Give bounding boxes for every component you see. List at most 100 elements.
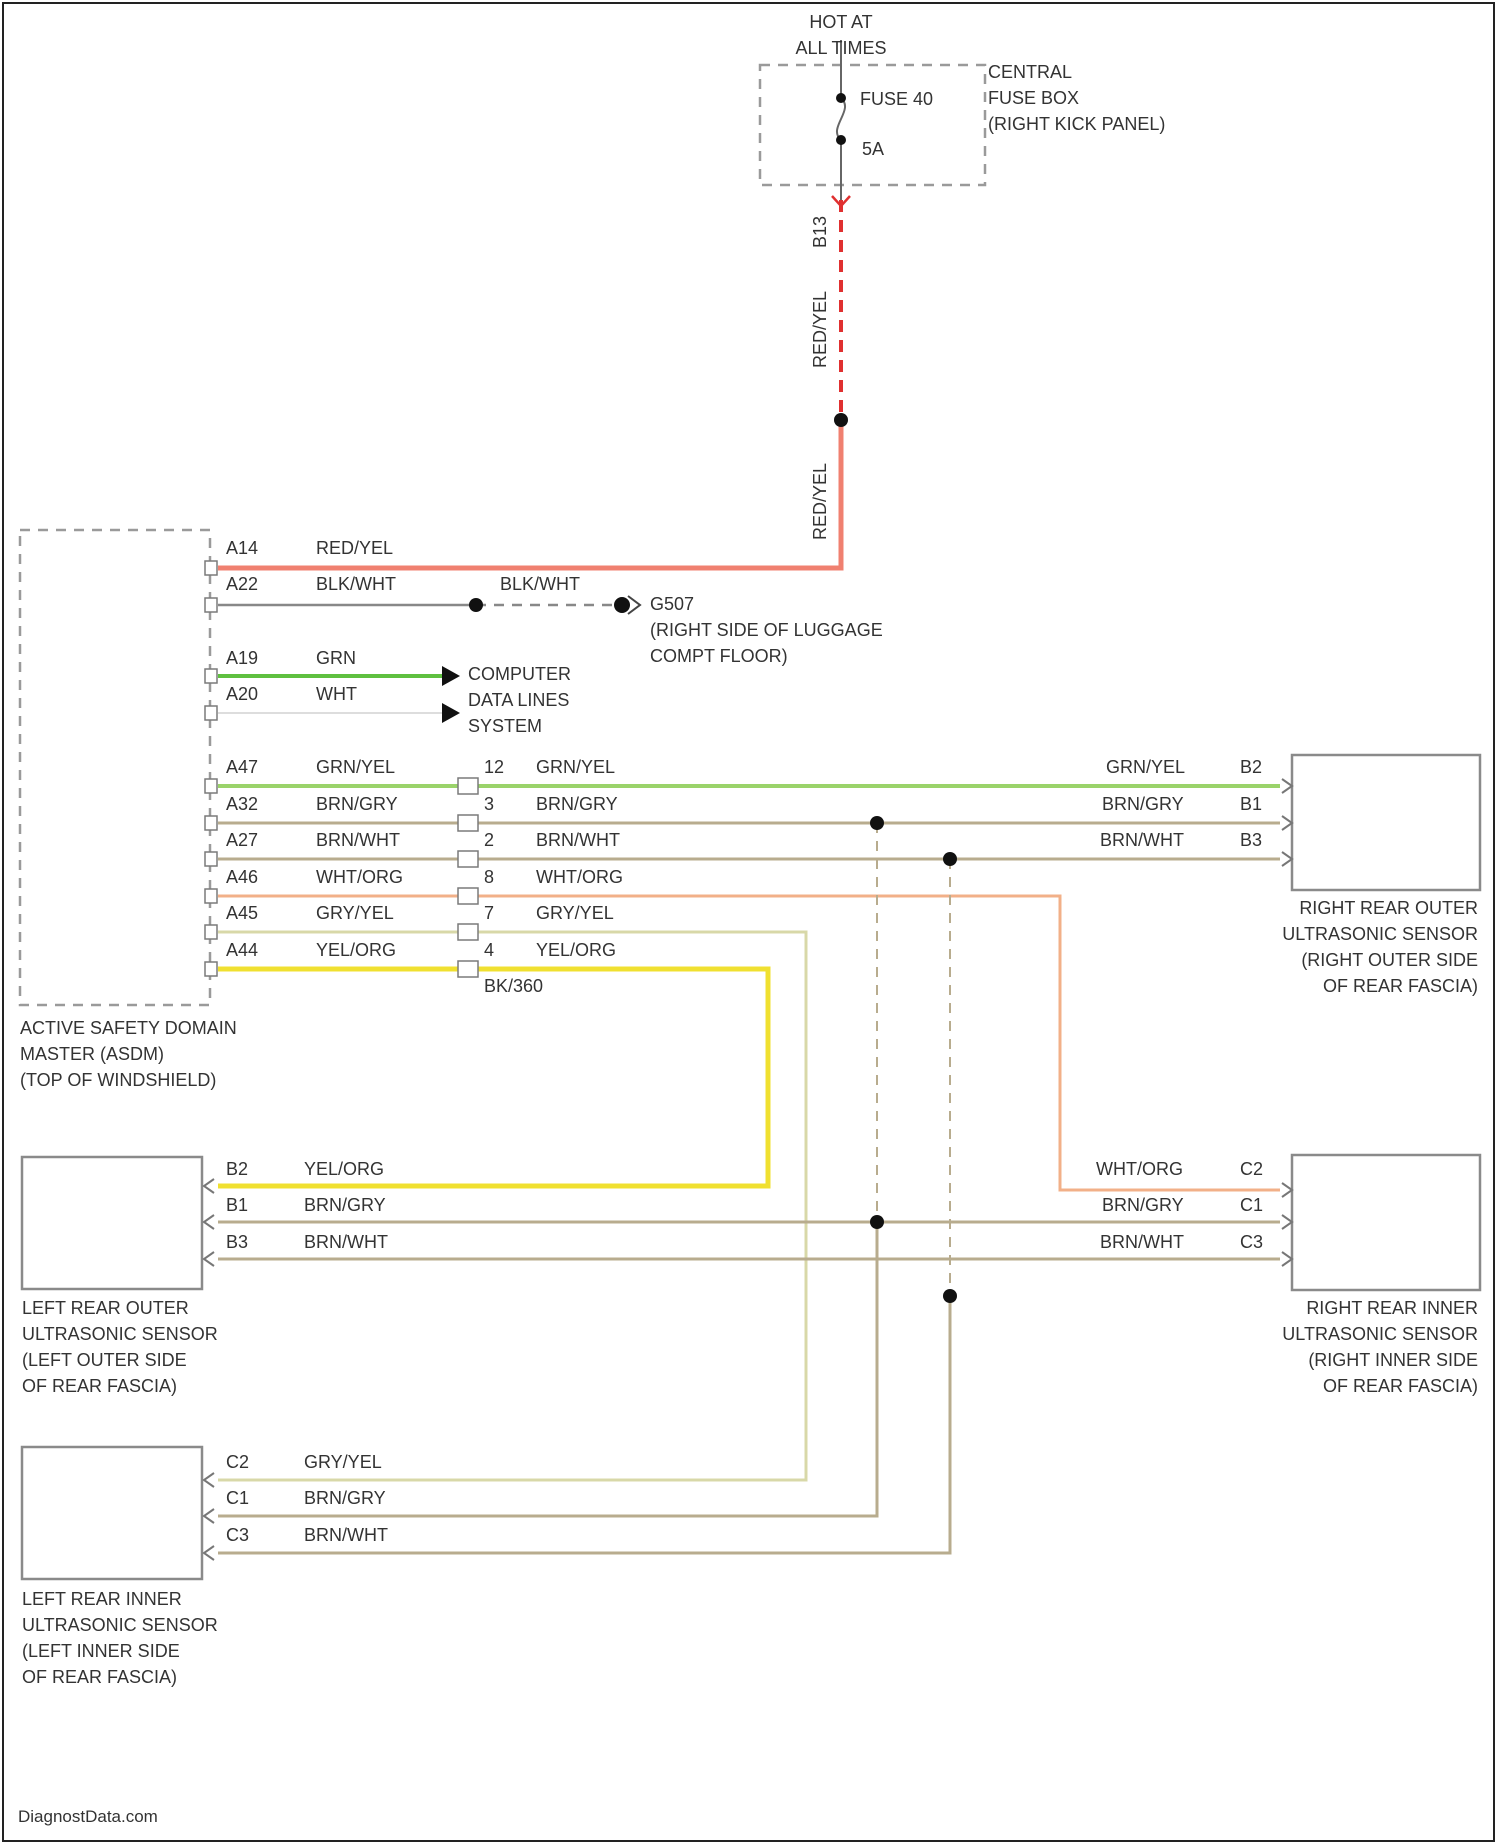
cavity-4	[458, 961, 478, 977]
cavity-color-4: YEL/ORG	[536, 940, 616, 960]
data-line-arrow-icon-wht	[442, 703, 460, 723]
ground-location-2: COMPT FLOOR)	[650, 646, 788, 666]
terminal-ri-c1	[1282, 1215, 1292, 1229]
terminal-a19	[205, 669, 217, 683]
terminal-a22	[205, 598, 217, 612]
li-pin-c1: C1	[226, 1488, 249, 1508]
asdm-pin-a32: A32	[226, 794, 258, 814]
asdm-pin-a27: A27	[226, 830, 258, 850]
asdm-pin-a20: A20	[226, 684, 258, 704]
fuse-terminal-bottom	[836, 135, 846, 145]
terminal-ro-b3	[1282, 852, 1292, 866]
wire-brn-wht-left-inner	[218, 1296, 950, 1553]
watermark: DiagnostData.com	[18, 1807, 158, 1826]
ri-name-3: (RIGHT INNER SIDE	[1308, 1350, 1478, 1370]
lo-pin-b3: B3	[226, 1232, 248, 1252]
ro-pin-b1: B1	[1240, 794, 1262, 814]
li-name-1: LEFT REAR INNER	[22, 1589, 182, 1609]
asdm-color-a22: BLK/WHT	[316, 574, 396, 594]
ro-color-b3: BRN/WHT	[1100, 830, 1184, 850]
asdm-pin-a45: A45	[226, 903, 258, 923]
asdm-color-a20: WHT	[316, 684, 357, 704]
feed-wire-color-upper: RED/YEL	[810, 291, 830, 368]
cavity-3	[458, 815, 478, 831]
cavity-label-3: 3	[484, 794, 494, 814]
cavity-color-8: WHT/ORG	[536, 867, 623, 887]
cavity-label-8: 8	[484, 867, 494, 887]
terminal-a45	[205, 925, 217, 939]
splice-brn-wht-top	[943, 852, 957, 866]
ground-location-1: (RIGHT SIDE OF LUGGAGE	[650, 620, 883, 640]
ground-g507-icon	[614, 597, 630, 613]
asdm-color-a32: BRN/GRY	[316, 794, 398, 814]
asdm-name-3: (TOP OF WINDSHIELD)	[20, 1070, 216, 1090]
computer-data-label-3: SYSTEM	[468, 716, 542, 736]
inline-connector-name: BK/360	[484, 976, 543, 996]
terminal-a47	[205, 779, 217, 793]
splice-brn-gry-top	[870, 816, 884, 830]
cavity-label-2: 2	[484, 830, 494, 850]
cavity-color-2: BRN/WHT	[536, 830, 620, 850]
cavity-12	[458, 778, 478, 794]
asdm-color-a27: BRN/WHT	[316, 830, 400, 850]
lo-name-2: ULTRASONIC SENSOR	[22, 1324, 218, 1344]
ri-color-c3: BRN/WHT	[1100, 1232, 1184, 1252]
feed-wire-color-lower: RED/YEL	[810, 463, 830, 540]
ri-pin-c3: C3	[1240, 1232, 1263, 1252]
wire-red-yel-a14	[218, 420, 841, 568]
li-pin-c2: C2	[226, 1452, 249, 1472]
fuse-symbol	[837, 98, 845, 140]
lo-pin-b1: B1	[226, 1195, 248, 1215]
computer-data-label-2: DATA LINES	[468, 690, 569, 710]
asdm-color-a44: YEL/ORG	[316, 940, 396, 960]
ro-pin-b2: B2	[1240, 757, 1262, 777]
lo-color-b3: BRN/WHT	[304, 1232, 388, 1252]
lo-name-1: LEFT REAR OUTER	[22, 1298, 189, 1318]
terminal-ro-b1	[1282, 816, 1292, 830]
li-name-2: ULTRASONIC SENSOR	[22, 1615, 218, 1635]
terminal-a14	[205, 561, 217, 575]
computer-data-label-1: COMPUTER	[468, 664, 571, 684]
fuse-amperage-label: 5A	[862, 139, 884, 159]
inline-connector-cavities	[458, 778, 478, 977]
ri-name-2: ULTRASONIC SENSOR	[1282, 1324, 1478, 1344]
ri-pin-c2: C2	[1240, 1159, 1263, 1179]
terminal-li-c1	[204, 1509, 214, 1523]
asdm-color-a47: GRN/YEL	[316, 757, 395, 777]
lo-pin-b2: B2	[226, 1159, 248, 1179]
li-color-c1: BRN/GRY	[304, 1488, 386, 1508]
wire-yel-org-a44	[218, 969, 768, 1186]
asdm-pin-a47: A47	[226, 757, 258, 777]
cavity-label-7: 7	[484, 903, 494, 923]
asdm-pin-a46: A46	[226, 867, 258, 887]
feed-pin-b13: B13	[810, 216, 830, 248]
terminal-a20	[205, 706, 217, 720]
ro-name-3: (RIGHT OUTER SIDE	[1301, 950, 1478, 970]
left-rear-outer-sensor	[22, 1157, 202, 1289]
asdm-pin-terminals	[205, 561, 217, 976]
ro-name-2: ULTRASONIC SENSOR	[1282, 924, 1478, 944]
asdm-color-a46: WHT/ORG	[316, 867, 403, 887]
lo-name-4: OF REAR FASCIA)	[22, 1376, 177, 1396]
cavity-7	[458, 924, 478, 940]
terminal-lo-b3	[204, 1252, 214, 1266]
terminal-ro-b2	[1282, 779, 1292, 793]
fuse-terminal-top	[836, 93, 846, 103]
splice-brn-wht-bottom	[943, 1289, 957, 1303]
fuse-box-name-2: FUSE BOX	[988, 88, 1079, 108]
asdm-name-1: ACTIVE SAFETY DOMAIN	[20, 1018, 237, 1038]
cavity-color-3: BRN/GRY	[536, 794, 618, 814]
asdm-module	[20, 530, 210, 1005]
cavity-8	[458, 888, 478, 904]
cavity-color-7: GRY/YEL	[536, 903, 614, 923]
lo-color-b2: YEL/ORG	[304, 1159, 384, 1179]
asdm-pin-a14: A14	[226, 538, 258, 558]
asdm-color-a14: RED/YEL	[316, 538, 393, 558]
ro-pin-b3: B3	[1240, 830, 1262, 850]
ri-pin-c1: C1	[1240, 1195, 1263, 1215]
ro-color-b2: GRN/YEL	[1106, 757, 1185, 777]
cavity-label-12: 12	[484, 757, 504, 777]
splice-brn-gry-bottom	[870, 1215, 884, 1229]
data-line-arrow-icon-grn	[442, 666, 460, 686]
